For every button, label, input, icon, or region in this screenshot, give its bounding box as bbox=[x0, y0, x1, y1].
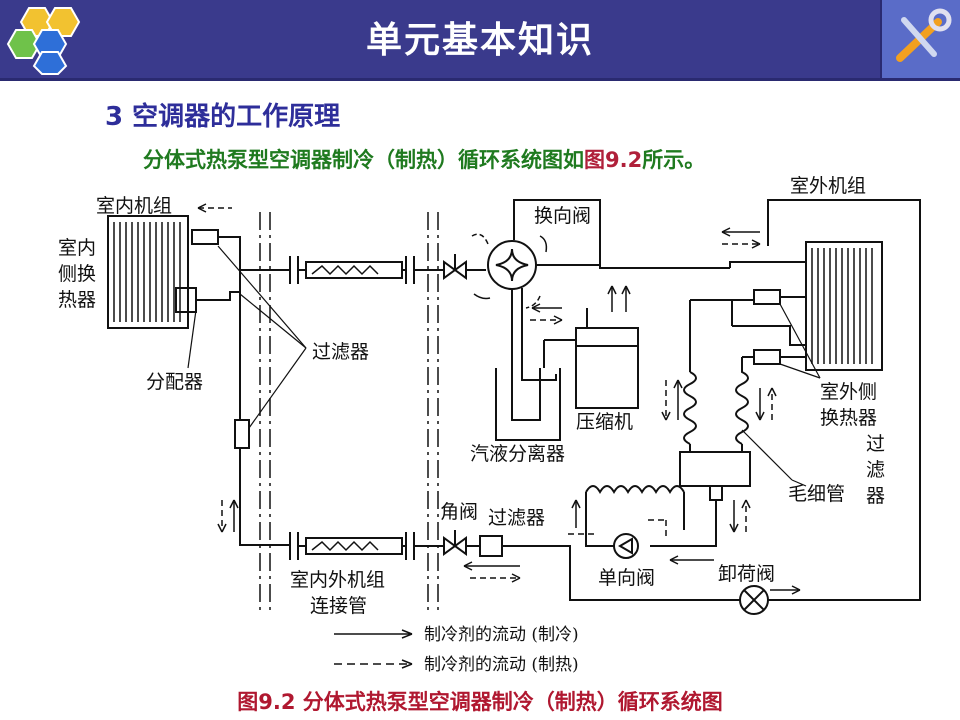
angle-valve bbox=[443, 536, 467, 556]
label-connecting-pipe-line1: 室内外机组 bbox=[290, 569, 385, 591]
label-distributor: 分配器 bbox=[146, 371, 203, 393]
capillary-junction bbox=[679, 451, 751, 487]
outdoor-filter-lower bbox=[753, 349, 781, 365]
lower-connecting-pipe bbox=[305, 537, 403, 555]
hexagon-cluster-icon bbox=[6, 7, 81, 75]
label-indoor-hx-line1: 室内 bbox=[58, 237, 96, 259]
lower-filter bbox=[479, 535, 503, 557]
label-indoor-hx-line3: 热器 bbox=[58, 289, 96, 311]
indoor-heat-exchanger bbox=[107, 215, 189, 329]
label-outdoor-filter-3: 器 bbox=[866, 485, 885, 507]
tool-button[interactable] bbox=[880, 0, 960, 78]
label-check-valve: 单向阀 bbox=[598, 567, 655, 589]
capillary-coil-right bbox=[735, 357, 749, 445]
check-valve bbox=[613, 533, 639, 559]
section-title: 3 空调器的工作原理 bbox=[105, 102, 341, 132]
outdoor-filter-upper bbox=[753, 289, 781, 305]
legend-cooling-label: 制冷剂的流动 (制冷) bbox=[424, 625, 579, 645]
indoor-filter bbox=[191, 229, 219, 245]
compressor bbox=[575, 327, 639, 409]
upper-connecting-pipe bbox=[305, 261, 403, 279]
subtitle-prefix: 分体式热泵型空调器制冷（制热）循环系统图如 bbox=[143, 148, 584, 172]
label-accumulator: 汽液分离器 bbox=[470, 443, 565, 465]
header-divider bbox=[0, 78, 960, 81]
outdoor-heat-exchanger bbox=[805, 241, 883, 371]
header-bar bbox=[0, 0, 960, 78]
label-outdoor-unit: 室外机组 bbox=[790, 175, 866, 197]
accumulator bbox=[495, 368, 561, 441]
label-outdoor-hx-line2: 换热器 bbox=[820, 407, 877, 429]
wrench-icon bbox=[896, 8, 952, 62]
label-unloading-valve: 卸荷阀 bbox=[718, 563, 775, 585]
page-title: 单元基本知识 bbox=[365, 20, 594, 61]
label-outdoor-hx-line1: 室外侧 bbox=[820, 381, 877, 403]
label-connecting-pipe-line2: 连接管 bbox=[310, 595, 367, 617]
label-filter-lower: 过滤器 bbox=[488, 507, 545, 529]
label-indoor-unit: 室内机组 bbox=[96, 195, 172, 217]
subtitle: 分体式热泵型空调器制冷（制热）循环系统图如图9.2所示。 bbox=[143, 144, 705, 174]
indoor-line-filter bbox=[234, 419, 250, 449]
subtitle-suffix: 所示。 bbox=[642, 148, 706, 172]
label-capillary: 毛细管 bbox=[788, 483, 845, 505]
label-outdoor-filter-2: 滤 bbox=[866, 459, 885, 481]
capillary-coil-left bbox=[683, 371, 697, 445]
label-filter-upper: 过滤器 bbox=[312, 341, 369, 363]
label-angle-valve: 角阀 bbox=[440, 501, 478, 523]
legend-heating-label: 制冷剂的流动 (制热) bbox=[424, 655, 579, 675]
figure-reference: 图9.2 bbox=[584, 148, 643, 172]
label-reversing-valve: 换向阀 bbox=[534, 205, 591, 227]
reversing-valve bbox=[487, 240, 537, 290]
label-indoor-hx-line2: 侧换 bbox=[58, 263, 96, 285]
check-valve-coil bbox=[585, 485, 685, 494]
figure-caption: 图9.2 分体式热泵型空调器制冷（制热）循环系统图 bbox=[237, 690, 723, 714]
label-outdoor-filter-1: 过 bbox=[866, 433, 885, 455]
upper-valve bbox=[443, 260, 467, 280]
label-compressor: 压缩机 bbox=[576, 411, 633, 433]
distributor bbox=[175, 287, 197, 313]
